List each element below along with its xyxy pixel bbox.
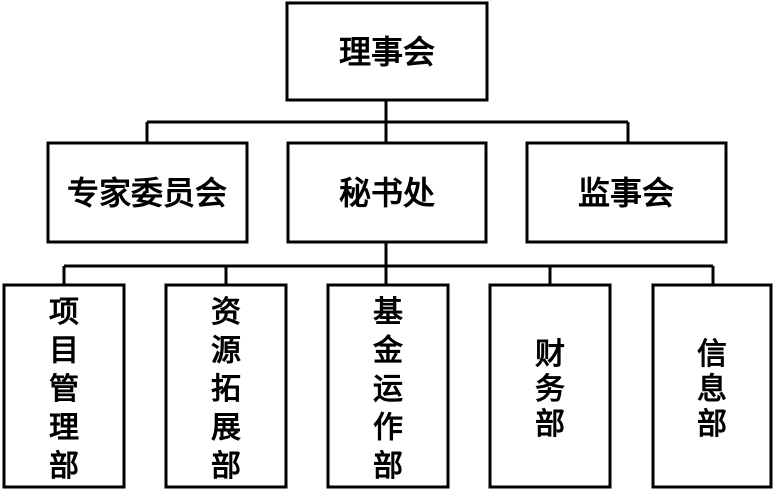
connectors-level-2	[62, 242, 715, 285]
vertical-char: 财	[535, 337, 565, 372]
vertical-char: 部	[49, 449, 79, 484]
node-finance-dept: 财务部	[488, 283, 612, 489]
node-info-dept: 信息部	[651, 283, 773, 489]
vertical-char: 展	[211, 410, 241, 445]
node-council-label: 理事会	[339, 33, 435, 71]
vertical-char: 目	[49, 333, 79, 368]
vertical-char: 部	[211, 449, 241, 484]
node-resource-dept: 资源拓展部	[164, 283, 288, 489]
vertical-char: 部	[535, 407, 565, 442]
node-supervisory-board-box	[525, 141, 728, 244]
node-secretariat: 秘书处	[286, 141, 488, 244]
node-finance-dept-label: 财务部	[535, 337, 565, 442]
node-finance-dept-box	[488, 283, 612, 489]
node-council: 理事会	[285, 1, 489, 102]
node-project-dept-box	[2, 283, 126, 489]
node-project-dept: 项目管理部	[2, 283, 126, 489]
node-fund-operation-dept: 基金运作部	[326, 283, 450, 489]
node-project-dept-label: 项目管理部	[49, 295, 79, 484]
vertical-char: 管	[49, 372, 79, 407]
vertical-char: 拓	[211, 372, 241, 407]
node-supervisory-board-label: 监事会	[578, 174, 674, 212]
vertical-char: 源	[211, 333, 241, 368]
node-fund-operation-dept-box	[326, 283, 450, 489]
vertical-char: 部	[373, 449, 403, 484]
node-resource-dept-label: 资源拓展部	[211, 295, 241, 484]
vertical-char: 资	[211, 295, 241, 330]
vertical-char: 信	[697, 337, 727, 372]
node-info-dept-label: 信息部	[697, 337, 727, 442]
vertical-char: 运	[373, 372, 403, 407]
vertical-char: 作	[373, 410, 403, 445]
vertical-char: 息	[697, 372, 727, 407]
node-info-dept-box	[651, 283, 773, 489]
node-secretariat-label: 秘书处	[339, 174, 435, 212]
vertical-char: 基	[373, 295, 403, 330]
node-supervisory-board: 监事会	[525, 141, 728, 244]
node-expert-committee-box	[46, 141, 249, 244]
node-fund-operation-dept-label: 基金运作部	[372, 295, 404, 484]
node-resource-dept-box	[164, 283, 288, 489]
vertical-char: 务	[535, 372, 565, 407]
node-expert-committee: 专家委员会	[46, 141, 249, 244]
vertical-char: 部	[697, 407, 727, 442]
vertical-char: 项	[49, 295, 79, 330]
vertical-char: 金	[372, 333, 404, 368]
node-secretariat-box	[286, 141, 488, 244]
vertical-char: 理	[49, 410, 79, 445]
node-council-box	[285, 1, 489, 102]
connectors-level-1	[145, 100, 630, 143]
node-expert-committee-label: 专家委员会	[67, 174, 227, 212]
